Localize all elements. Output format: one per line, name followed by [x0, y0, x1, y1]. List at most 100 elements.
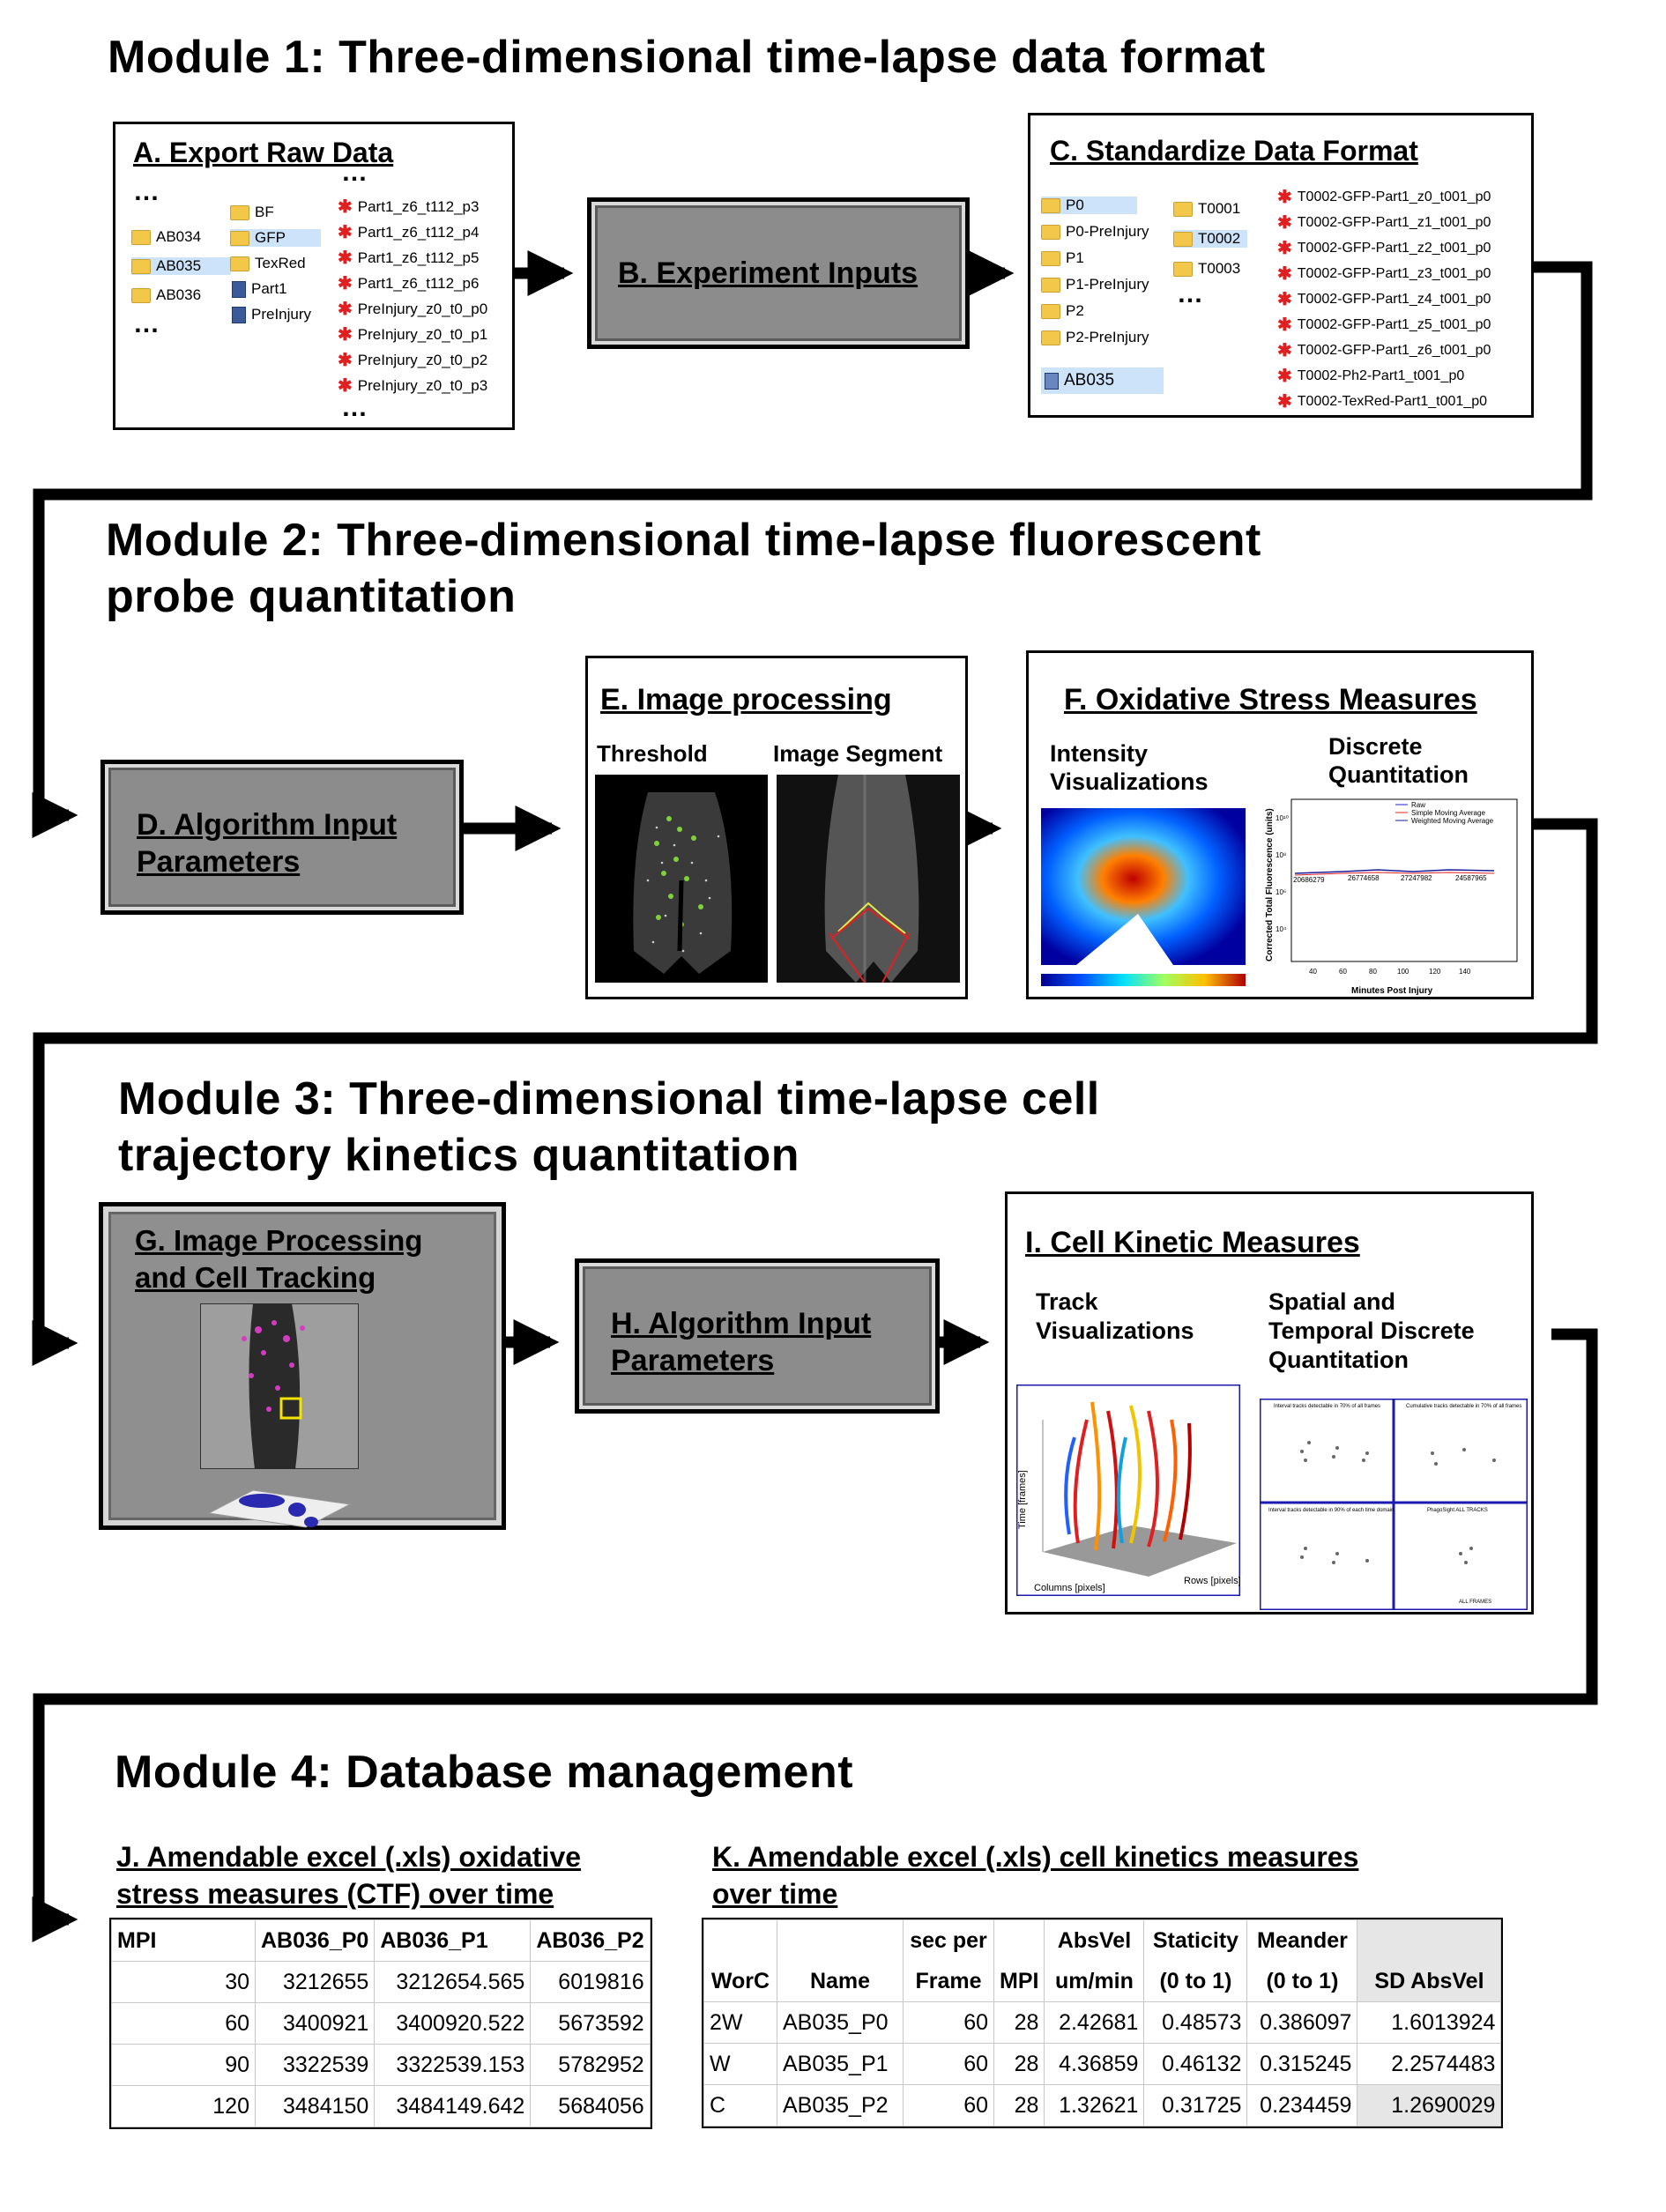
column-header[interactable]: WorC — [703, 1961, 777, 2002]
table-cell[interactable]: 2W — [703, 2001, 777, 2044]
folder-item[interactable]: P2-PreInjury — [1041, 329, 1149, 346]
table-cell[interactable]: 60 — [903, 2043, 994, 2085]
column-header[interactable]: AbsVel — [1044, 1919, 1145, 1961]
table-cell[interactable]: 1.2690029 — [1357, 2084, 1502, 2127]
image-file-item[interactable]: ✱Part1_z6_t112_p6 — [338, 274, 480, 293]
root-folder-item[interactable]: AB035 — [1041, 367, 1164, 394]
image-file-item[interactable]: ✱T0002-GFP-Part1_z2_t001_p0 — [1277, 239, 1491, 258]
column-header[interactable]: um/min — [1044, 1961, 1145, 2002]
image-file-item[interactable]: ✱T0002-GFP-Part1_z4_t001_p0 — [1277, 290, 1491, 309]
table-cell[interactable]: AB035_P0 — [777, 2001, 904, 2044]
threshold-image — [595, 775, 768, 983]
file-item[interactable]: Part1 — [232, 280, 287, 298]
table-cell[interactable]: 5782952 — [530, 2044, 651, 2086]
image-file-item[interactable]: ✱PreInjury_z0_t0_p1 — [338, 325, 488, 345]
folder-item-selected[interactable]: GFP — [230, 229, 321, 247]
table-cell[interactable]: 1.32621 — [1044, 2084, 1145, 2127]
box-g-label-line1: G. Image Processing — [135, 1224, 423, 1257]
table-cell[interactable]: 3212654.565 — [374, 1961, 532, 2003]
image-file-item[interactable]: ✱PreInjury_z0_t0_p3 — [338, 376, 488, 396]
image-file-item[interactable]: ✱T0002-GFP-Part1_z1_t001_p0 — [1277, 213, 1491, 233]
module-3-title-line2: trajectory kinetics quantitation — [118, 1130, 800, 1181]
column-header[interactable]: MPI — [111, 1919, 256, 1962]
image-file-item[interactable]: ✱T0002-Ph2-Part1_t001_p0 — [1277, 367, 1465, 386]
image-file-icon: ✱ — [338, 376, 353, 396]
image-file-icon: ✱ — [338, 274, 353, 293]
column-header[interactable]: Frame — [903, 1961, 994, 2002]
table-cell[interactable]: 3484149.642 — [374, 2085, 532, 2127]
table-cell[interactable]: 3484150 — [254, 2085, 376, 2127]
folder-item[interactable]: P1 — [1041, 249, 1084, 267]
table-cell[interactable]: 5673592 — [530, 2002, 651, 2045]
table-cell[interactable]: 90 — [111, 2044, 256, 2086]
image-file-item[interactable]: ✱Part1_z6_t112_p3 — [338, 197, 480, 217]
file-item[interactable]: PreInjury — [232, 306, 311, 323]
table-cell[interactable]: 1.6013924 — [1357, 2001, 1502, 2044]
column-header[interactable]: (0 to 1) — [1246, 1961, 1358, 2002]
folder-item[interactable]: P1-PreInjury — [1041, 276, 1149, 293]
folder-item[interactable]: T0001 — [1173, 200, 1240, 218]
folder-item[interactable]: T0003 — [1173, 260, 1240, 278]
table-cell[interactable]: 60 — [903, 2001, 994, 2044]
folder-item[interactable]: P2 — [1041, 302, 1084, 320]
folder-item-selected[interactable]: T0002 — [1173, 230, 1248, 248]
image-file-item[interactable]: ✱T0002-GFP-Part1_z5_t001_p0 — [1277, 315, 1491, 335]
column-header[interactable]: AB036_P0 — [254, 1919, 376, 1962]
table-cell[interactable]: 0.31725 — [1143, 2084, 1248, 2127]
table-cell[interactable]: 0.234459 — [1246, 2084, 1358, 2127]
intensity-label-line2: Visualizations — [1050, 768, 1209, 795]
column-header[interactable]: sec per — [903, 1919, 994, 1961]
image-file-item[interactable]: ✱T0002-GFP-Part1_z0_t001_p0 — [1277, 188, 1491, 207]
column-header[interactable]: (0 to 1) — [1143, 1961, 1248, 2002]
module-1-title: Module 1: Three-dimensional time-lapse d… — [108, 32, 1266, 83]
column-header[interactable]: Meander — [1246, 1919, 1358, 1961]
table-cell[interactable]: 3400921 — [254, 2002, 376, 2045]
table-cell[interactable]: AB035_P2 — [777, 2084, 904, 2127]
column-header[interactable]: SD AbsVel — [1357, 1961, 1502, 2002]
column-header[interactable]: AB036_P1 — [374, 1919, 532, 1962]
table-cell[interactable]: 120 — [111, 2085, 256, 2127]
table-cell[interactable]: 3322539.153 — [374, 2044, 532, 2086]
table-cell[interactable]: 2.42681 — [1044, 2001, 1145, 2044]
image-file-item[interactable]: ✱PreInjury_z0_t0_p0 — [338, 300, 488, 319]
table-cell[interactable]: 3322539 — [254, 2044, 376, 2086]
column-header[interactable]: AB036_P2 — [530, 1919, 651, 1962]
table-cell[interactable]: 28 — [993, 2084, 1045, 2127]
image-file-item[interactable]: ✱Part1_z6_t112_p4 — [338, 223, 480, 242]
folder-item-selected[interactable]: P0 — [1041, 197, 1137, 214]
table-cell[interactable]: 28 — [993, 2043, 1045, 2085]
table-cell[interactable]: 0.48573 — [1143, 2001, 1248, 2044]
ctf-xlabel: Minutes Post Injury — [1351, 986, 1433, 996]
column-header[interactable]: Staticity — [1143, 1919, 1248, 1961]
folder-item[interactable]: AB036 — [131, 286, 201, 304]
table-cell[interactable]: 3212655 — [254, 1961, 376, 2003]
table-cell[interactable]: 30 — [111, 1961, 256, 2003]
table-cell[interactable]: C — [703, 2084, 777, 2127]
image-file-item[interactable]: ✱Part1_z6_t112_p5 — [338, 249, 480, 268]
image-file-item[interactable]: ✱PreInjury_z0_t0_p2 — [338, 351, 488, 370]
table-cell[interactable]: 0.315245 — [1246, 2043, 1358, 2085]
table-cell[interactable]: 60 — [111, 2002, 256, 2045]
folder-item[interactable]: P0-PreInjury — [1041, 223, 1149, 241]
image-file-item[interactable]: ✱T0002-GFP-Part1_z3_t001_p0 — [1277, 264, 1491, 284]
column-header[interactable]: Name — [777, 1961, 904, 2002]
table-cell[interactable]: 6019816 — [530, 1961, 651, 2003]
table-cell[interactable]: 0.46132 — [1143, 2043, 1248, 2085]
folder-item[interactable]: TexRed — [230, 255, 306, 272]
table-cell[interactable]: 2.2574483 — [1357, 2043, 1502, 2085]
column-header[interactable]: MPI — [993, 1961, 1045, 2002]
image-file-item[interactable]: ✱T0002-TexRed-Part1_t001_p0 — [1277, 392, 1488, 412]
table-cell[interactable]: 5684056 — [530, 2085, 651, 2127]
table-cell[interactable]: 3400920.522 — [374, 2002, 532, 2045]
table-cell[interactable]: 28 — [993, 2001, 1045, 2044]
folder-item[interactable]: AB034 — [131, 228, 201, 246]
table-cell[interactable]: 60 — [903, 2084, 994, 2127]
image-file-item[interactable]: ✱T0002-GFP-Part1_z6_t001_p0 — [1277, 341, 1491, 360]
table-cell[interactable]: AB035_P1 — [777, 2043, 904, 2085]
folder-item[interactable]: BF — [230, 204, 274, 221]
table-cell[interactable]: 0.386097 — [1246, 2001, 1358, 2044]
point-label: 27247982 — [1401, 874, 1432, 882]
folder-item-selected[interactable]: AB035 — [131, 257, 232, 275]
table-cell[interactable]: W — [703, 2043, 777, 2085]
table-cell[interactable]: 4.36859 — [1044, 2043, 1145, 2085]
